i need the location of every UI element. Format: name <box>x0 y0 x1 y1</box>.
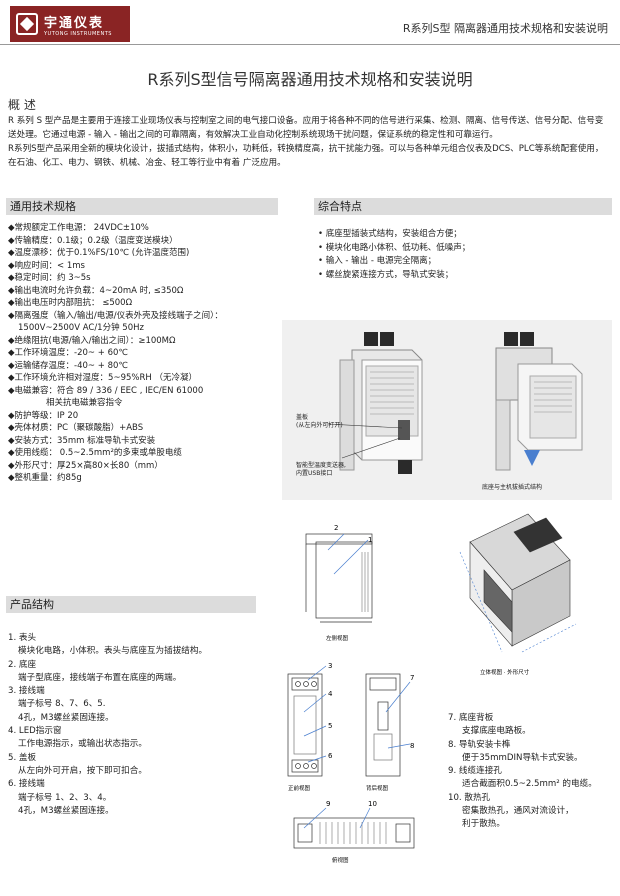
structure-item: 6. 接线端 <box>8 779 45 790</box>
feature-item: • 模块化电路小体积、低功耗、低噪声； <box>318 242 471 253</box>
page-header: 宇通仪表 YUTONG INSTRUMENTS R系列S型 隔离器通用技术规格和… <box>0 0 620 48</box>
company-logo: 宇通仪表 YUTONG INSTRUMENTS <box>10 6 130 42</box>
spec-item: ◆使用线缆： 0.5~2.5mm²的多束或单股电缆 <box>8 448 182 458</box>
left-view-caption: 左侧视图 <box>326 634 349 642</box>
product-photo: 盖板 (从左向外可打开) 智能型温度变送器, 内置USB接口 底座与主机拔插式结… <box>282 320 612 500</box>
top-view-drawing <box>293 807 415 849</box>
structure-item: 5. 盖板 <box>8 752 37 763</box>
cover-label: 盖板 <box>296 414 309 421</box>
spec-item: ◆防护等级：IP 20 <box>8 410 79 421</box>
callout-6: 6 <box>328 752 333 760</box>
spec-item: ◆绝缘阻抗(电源/输入/输出之间）：≥100MΩ <box>8 335 176 346</box>
spec-item: ◆运输储存温度：-40~ + 80℃ <box>8 360 128 371</box>
spec-item: ◆整机重量：约85g <box>8 473 82 483</box>
structure-item: 10. 散热孔 <box>448 792 491 803</box>
back-view-drawing <box>365 673 411 777</box>
feature-item: • 输入 - 输出 - 电源完全隔离； <box>318 256 437 266</box>
usb-label: 智能型温度变送器, <box>296 462 346 469</box>
spec-item: ◆工作环境允许相对湿度：5~95%RH （无冷凝） <box>8 373 197 383</box>
callout-4: 4 <box>328 690 333 698</box>
structure-item: 8. 导轨安装卡榫 <box>448 739 511 750</box>
structure-item: 支撑底座电路板。 <box>462 726 531 737</box>
callout-2: 2 <box>334 524 338 532</box>
cover-sub-label: (从左向外可打开) <box>296 422 343 429</box>
structure-heading: 产品结构 <box>6 596 256 613</box>
structure-item: 密集散热孔，通风对流设计， <box>462 806 574 817</box>
overview-body: R 系列 S 型产品是主要用于连接工业现场仪表与控制室之间的电气接口设备。应用于… <box>8 114 608 170</box>
structure-item: 便于35mmDIN导轨卡式安装。 <box>462 752 583 763</box>
structure-item: 工作电源指示，或输出状态指示。 <box>18 739 147 750</box>
structure-item: 9. 线缆连接孔 <box>448 766 502 777</box>
front-view-drawing <box>287 665 327 777</box>
structure-item: 3. 接线端 <box>8 686 45 697</box>
spec-item: ◆电磁兼容：符合 89 / 336 / EEC , IEC/EN 61000 <box>8 385 204 396</box>
structure-item: 从左向外可开启，按下即可扣合。 <box>18 765 147 776</box>
spec-item: ◆常规额定工作电源： 24VDC±10% <box>8 223 149 233</box>
top-view-caption: 俯视图 <box>332 856 349 864</box>
structure-item: 4. LED指示窗 <box>8 726 62 737</box>
spec-item: ◆响应时间：< 1ms <box>8 260 85 271</box>
logo-icon <box>16 13 38 35</box>
callout-9: 9 <box>326 800 330 808</box>
overview-paragraph-1: R 系列 S 型产品是主要用于连接工业现场仪表与控制室之间的电气接口设备。应用于… <box>8 116 604 140</box>
callout-8: 8 <box>410 742 414 750</box>
structure-item: 端子标号 8、7、6、5. <box>18 699 106 710</box>
features-heading: 综合特点 <box>314 198 612 215</box>
spec-item: ◆安装方式：35mm 标准导轨卡式安装 <box>8 435 156 446</box>
logo-en-text: YUTONG INSTRUMENTS <box>44 30 112 37</box>
overview-heading: 概 述 <box>8 98 36 112</box>
spec-item: ◆隔离强度（输入/输出/电源/仪表外壳及接线端子之间）： <box>8 310 223 321</box>
callout-10: 10 <box>368 800 377 808</box>
isometric-view-caption: 立体视图 · 外形尺寸 <box>480 668 530 676</box>
structure-list-right: 7. 底座背板 支撑底座电路板。 8. 导轨安装卡榫 便于35mmDIN导轨卡式… <box>448 712 618 832</box>
arrow-down-icon <box>524 450 540 466</box>
callout-3: 3 <box>328 662 332 670</box>
back-view-caption: 背后视图 <box>366 784 389 792</box>
callout-1: 1 <box>368 536 372 544</box>
left-side-view-drawing <box>305 533 373 623</box>
spec-item: ◆温度漂移：优于0.1%FS/10℃ (允许温度范围) <box>8 248 190 258</box>
page-title: R系列S型信号隔离器通用技术规格和安装说明 <box>147 70 473 89</box>
structure-item: 4孔，M3螺丝紧固连接。 <box>18 805 114 816</box>
callout-5: 5 <box>328 722 332 730</box>
overview-paragraph-2: R系列S型产品采用全新的模块化设计，拔插式结构，体积小，功耗低，转换精度高，抗干… <box>8 144 604 168</box>
spec-item: ◆输出电流时允许负载：4~20mA 时, ≤350Ω <box>8 285 184 296</box>
structure-item: 模块化电路，小体积。表头与底座互为插拔结构。 <box>18 646 208 657</box>
spec-item: ◆稳定时间：约 3~5s <box>8 273 91 283</box>
structure-item: 利于散热。 <box>462 819 505 830</box>
plug-structure-label: 底座与主机拔插式结构 <box>482 484 543 491</box>
structure-item: 1. 表头 <box>8 633 37 643</box>
spec-item: 相关抗电磁兼容指令 <box>46 398 123 408</box>
feature-item: • 螺丝旋紧连接方式，导轨式安装； <box>318 269 454 280</box>
spec-item: ◆工作环境温度：-20~ + 60℃ <box>8 348 128 358</box>
structure-item: 4孔，M3螺丝紧固连接。 <box>18 712 114 723</box>
front-view-caption: 正前视图 <box>288 784 311 792</box>
device-right-image <box>495 332 583 471</box>
spec-item: ◆壳体材质：PC（聚碳酸脂）+ABS <box>8 423 144 433</box>
header-title: R系列S型 隔离器通用技术规格和安装说明 <box>402 22 608 35</box>
device-left-image <box>339 332 423 474</box>
spec-item: ◆外形尺寸：厚25×高80×长80（mm） <box>8 460 163 471</box>
logo-cn-text: 宇通仪表 <box>44 15 105 31</box>
structure-item: 2. 底座 <box>8 659 37 670</box>
structure-item: 端子型底座，接线端子布置在底座的两端。 <box>18 672 182 683</box>
isometric-view-drawing <box>459 513 577 653</box>
spec-item: ◆输出电压时内部阻抗： ≤500Ω <box>8 298 133 308</box>
specs-list: ◆常规额定工作电源： 24VDC±10% ◆传输精度：0.1级；0.2级（温度变… <box>8 222 278 485</box>
structure-item: 适合截面积0.5~2.5mm² 的电缆。 <box>462 779 597 790</box>
header-divider <box>0 44 620 45</box>
product-photo-illustration <box>327 332 583 474</box>
specs-heading: 通用技术规格 <box>6 198 278 215</box>
usb-sub-label: 内置USB接口 <box>296 470 333 477</box>
structure-item: 端子标号 1、2、3、4。 <box>18 792 112 803</box>
features-list: • 底座型插装式结构，安装组合方便； • 模块化电路小体积、低功耗、低噪声； •… <box>318 228 608 282</box>
structure-list-left: 1. 表头 模块化电路，小体积。表头与底座互为插拔结构。 2. 底座 端子型底座… <box>8 632 268 818</box>
callout-7: 7 <box>410 674 414 682</box>
technical-drawings: 1 2 左侧视图 立体视图 · 外形尺寸 3 4 5 6 正前视图 7 <box>287 513 577 864</box>
spec-item: 1500V~2500V AC/1分钟 50Hz <box>18 323 144 333</box>
spec-item: ◆传输精度：0.1级；0.2级（温度变送模块） <box>8 235 178 246</box>
structure-item: 7. 底座背板 <box>448 713 494 723</box>
feature-item: • 底座型插装式结构，安装组合方便； <box>318 229 462 239</box>
